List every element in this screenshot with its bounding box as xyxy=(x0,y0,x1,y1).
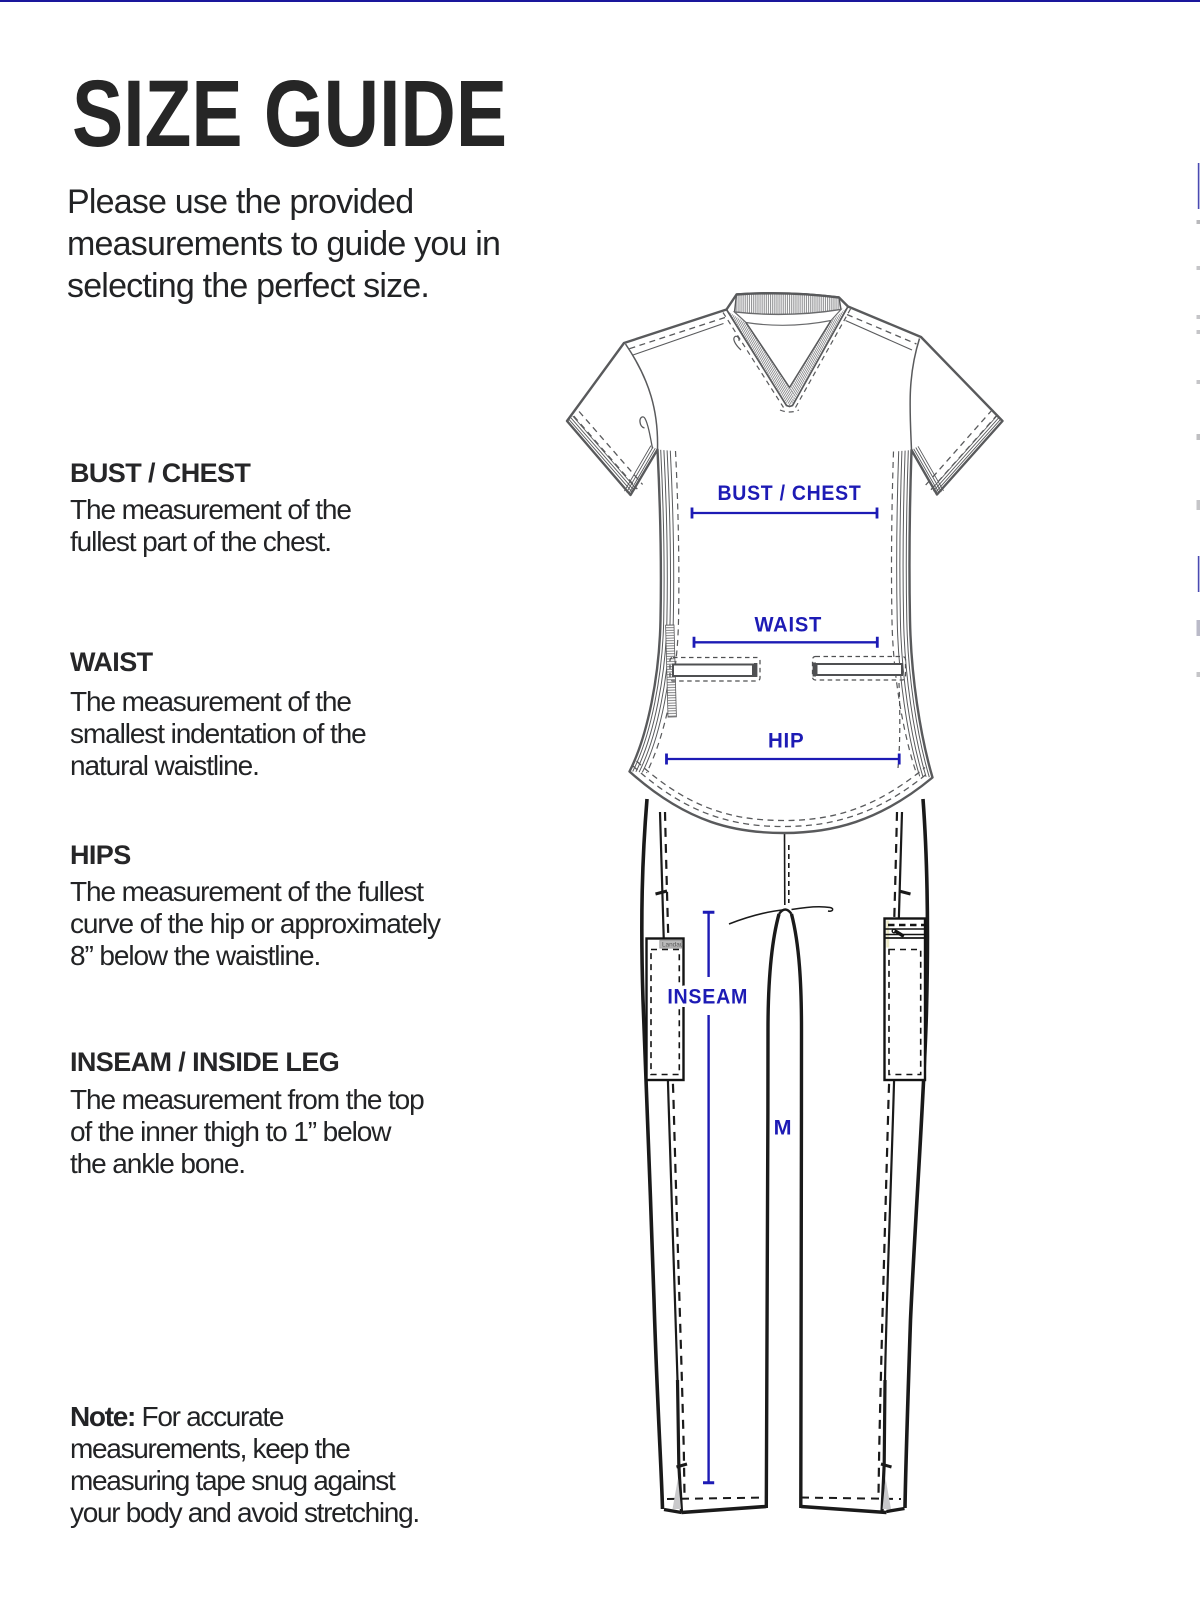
svg-text:HIP: HIP xyxy=(768,729,805,753)
svg-text:INSEAM: INSEAM xyxy=(667,984,748,1008)
svg-text:M: M xyxy=(774,1116,793,1140)
svg-text:BUST / CHEST: BUST / CHEST xyxy=(718,481,862,505)
svg-text:WAIST: WAIST xyxy=(755,613,823,637)
svg-text:Landau: Landau xyxy=(662,941,684,948)
